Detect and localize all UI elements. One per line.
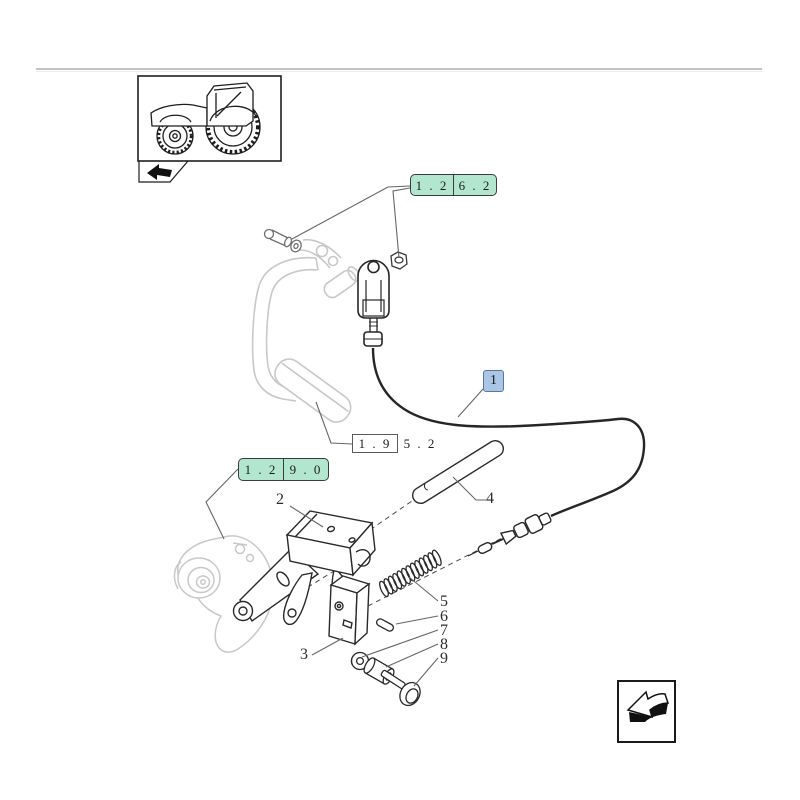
ref-label-1-95-2[interactable]: 1 . 9 5 . 2 [352, 434, 442, 453]
ref-cell: 1 . 2 [239, 459, 284, 480]
clevis-pin-drawing [263, 228, 302, 253]
ref-cell: 9 . 0 [289, 462, 323, 477]
ref-cell: 1 . 9 [352, 434, 398, 453]
ref-cell: 1 . 2 [411, 175, 454, 195]
direction-arrow-icon [138, 160, 189, 183]
callout-6: 6 [440, 608, 448, 625]
ref-cell: 6 . 2 [458, 177, 492, 193]
rod-drawing [411, 439, 505, 505]
callout-2: 2 [276, 491, 284, 508]
callout-7: 7 [440, 622, 448, 639]
callout-4: 4 [486, 490, 494, 507]
pin-drawing [375, 618, 395, 632]
ref-label-1-29-0[interactable]: 1 . 2 9 . 0 [238, 458, 329, 481]
clevis-drawing [357, 259, 390, 347]
callout-5: 5 [440, 593, 448, 610]
cable-drawing [371, 347, 646, 557]
spring-drawing [379, 549, 442, 598]
block-drawing [328, 575, 371, 646]
ghost-lever-drawing [251, 238, 361, 423]
ghost-plate-drawing [173, 535, 274, 653]
callout-9: 9 [440, 650, 448, 667]
page-back-arrow-icon[interactable] [617, 680, 676, 743]
ref-label-1-26-2[interactable]: 1 . 2 6 . 2 [410, 174, 497, 196]
tractor-thumbnail-drawing [137, 75, 282, 162]
callout-8: 8 [440, 636, 448, 653]
callout-1[interactable]: 1 [483, 370, 504, 392]
bolt-drawing [380, 669, 421, 707]
ref-cell: 5 . 2 [403, 436, 437, 451]
page-top-rule [36, 68, 762, 72]
leader-lines [205, 185, 486, 687]
callout-3: 3 [300, 646, 308, 663]
